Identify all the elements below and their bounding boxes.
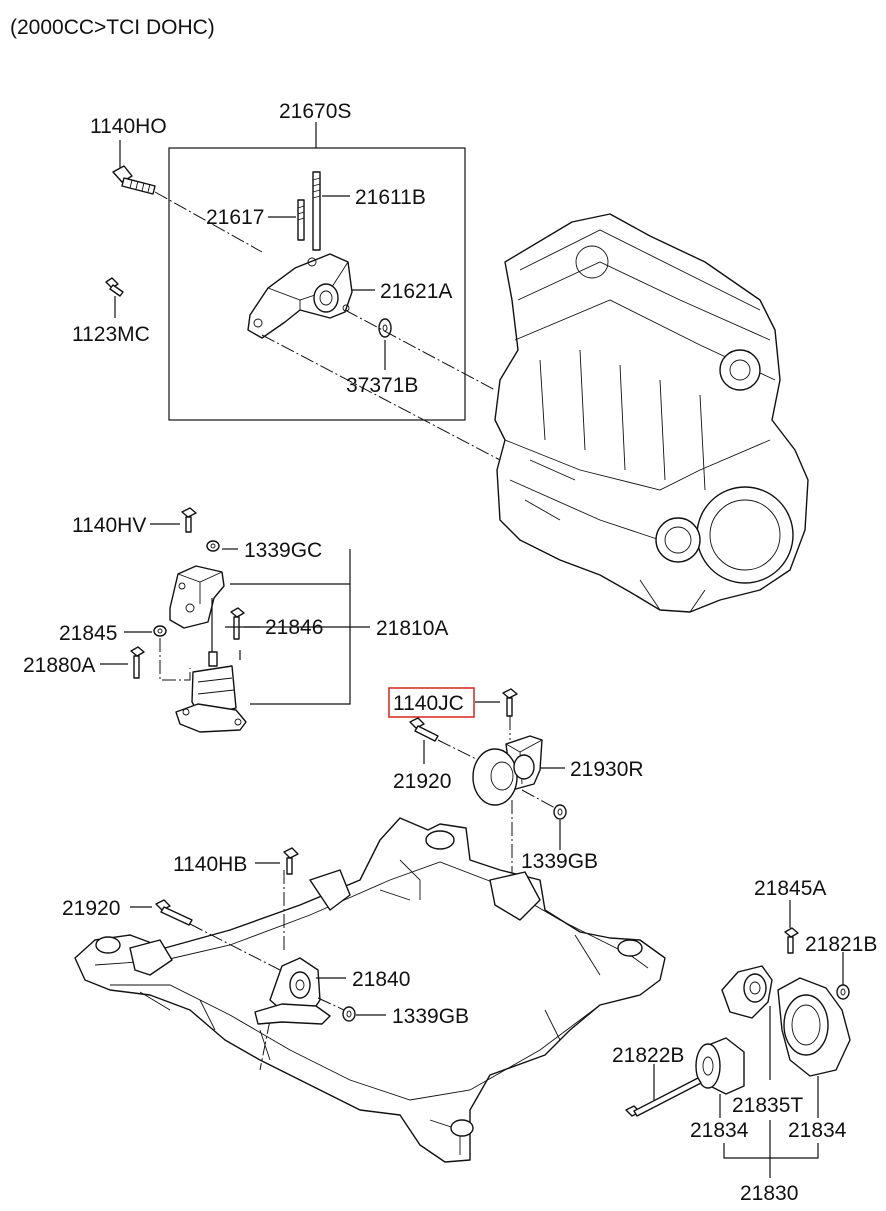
bushing-21834-left <box>695 1037 745 1095</box>
label-1140JC: 1140JC <box>393 692 464 715</box>
label-1140HO: 1140HO <box>90 115 167 138</box>
bolt-21845A <box>784 927 799 954</box>
bolt-1140HB <box>283 847 299 875</box>
label-1339GB-lower: 1339GB <box>392 1005 469 1028</box>
label-21920-lower: 21920 <box>62 897 120 920</box>
nut-1339GB-upper <box>553 804 567 820</box>
washer-37371B <box>378 318 392 338</box>
nut-21821B <box>836 984 850 1000</box>
label-21835T: 21835T <box>732 1094 803 1117</box>
bolt-1140HO <box>112 165 156 195</box>
diagram-title: (2000CC>TCI DOHC) <box>10 16 215 39</box>
bracket-21621A <box>247 253 353 339</box>
bolt-21920-upper <box>409 717 439 742</box>
stud-21617 <box>297 199 305 241</box>
bolt-1140JC[interactable] <box>502 688 518 717</box>
label-21617: 21617 <box>206 206 264 229</box>
label-21930R: 21930R <box>570 758 644 781</box>
nut-1339GC <box>206 540 220 552</box>
nut-1339GB-lower <box>342 1006 356 1022</box>
mount-insulator-21810A <box>175 651 247 733</box>
label-21821B: 21821B <box>805 933 877 956</box>
bolt-21920-lower <box>155 899 193 926</box>
label-21611B: 21611B <box>355 186 426 209</box>
label-1140HB: 1140HB <box>173 853 247 876</box>
mount-bracket-upper <box>169 565 225 629</box>
highlight-box-1140JC <box>388 687 475 718</box>
label-1339GB-upper: 1339GB <box>521 850 598 873</box>
label-21834-right: 21834 <box>788 1119 847 1142</box>
bolt-1123MC <box>105 277 124 297</box>
label-1123MC: 1123MC <box>72 323 150 346</box>
label-21840: 21840 <box>352 968 410 991</box>
bracket-21834-right <box>777 977 851 1077</box>
mount-21840 <box>254 957 331 1025</box>
engine-block-illustration <box>494 213 809 613</box>
label-21880A: 21880A <box>23 654 95 677</box>
nut-21845 <box>153 625 167 637</box>
label-21810A: 21810A <box>376 617 448 640</box>
mount-kit-box <box>168 147 466 421</box>
bolt-21846 <box>230 607 245 640</box>
label-37371B: 37371B <box>346 374 418 397</box>
stud-21611B <box>312 171 321 251</box>
mount-21930R <box>472 735 543 806</box>
label-21670S: 21670S <box>279 100 351 123</box>
bolt-21880A <box>130 646 145 679</box>
label-21834-left: 21834 <box>690 1119 749 1142</box>
label-21845A: 21845A <box>754 877 826 900</box>
label-21845: 21845 <box>59 622 117 645</box>
subframe-crossmember <box>74 817 666 1163</box>
label-21920-upper: 21920 <box>393 770 451 793</box>
label-1140HV: 1140HV <box>72 514 146 537</box>
bolt-21822B <box>625 1077 702 1117</box>
label-1339GC: 1339GC <box>244 539 322 562</box>
bolt-1140HV <box>181 507 197 533</box>
label-21621A: 21621A <box>380 280 452 303</box>
bracket-21835T <box>721 965 773 1019</box>
label-21830: 21830 <box>740 1182 798 1205</box>
label-21822B: 21822B <box>612 1044 684 1067</box>
